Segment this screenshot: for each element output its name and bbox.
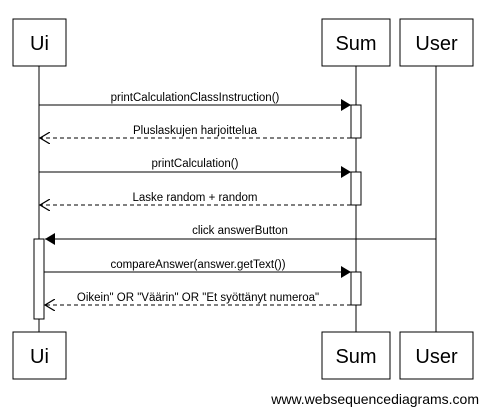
- activation-sum-2: [350, 171, 362, 206]
- participant-label-ui-top: Ui: [30, 33, 49, 55]
- participant-label-sum-bottom: Sum: [335, 346, 376, 368]
- message-label-5: click answerButton: [192, 225, 288, 237]
- message-label-1: printCalculationClassInstruction(): [111, 92, 280, 104]
- participant-label-user-bottom: User: [415, 346, 458, 368]
- message-label-2: Pluslaskujen harjoittelua: [133, 125, 258, 137]
- activation-sum-1: [350, 104, 362, 139]
- participant-box-sum-bottom: [321, 331, 391, 380]
- message-label-4: Laske random + random: [133, 192, 258, 204]
- participant-box-user-top: [399, 18, 474, 67]
- participant-label-sum-top: Sum: [335, 33, 376, 55]
- participant-label-user-top: User: [415, 33, 458, 55]
- participant-box-ui-top: [12, 18, 67, 67]
- message-label-7: Oikein" OR "Väärin" OR "Et syöttänyt num…: [77, 292, 319, 304]
- activation-sum-3: [350, 271, 362, 306]
- participant-box-ui-bottom: [12, 331, 67, 380]
- activation-ui: [33, 238, 45, 320]
- participant-box-sum-top: [321, 18, 391, 67]
- watermark-text: www.websequencediagrams.com: [270, 391, 479, 407]
- message-label-6: compareAnswer(answer.getText()): [110, 259, 285, 271]
- participant-box-user-bottom: [399, 331, 474, 380]
- message-label-3: printCalculation(): [152, 158, 239, 170]
- participant-label-ui-bottom: Ui: [30, 346, 49, 368]
